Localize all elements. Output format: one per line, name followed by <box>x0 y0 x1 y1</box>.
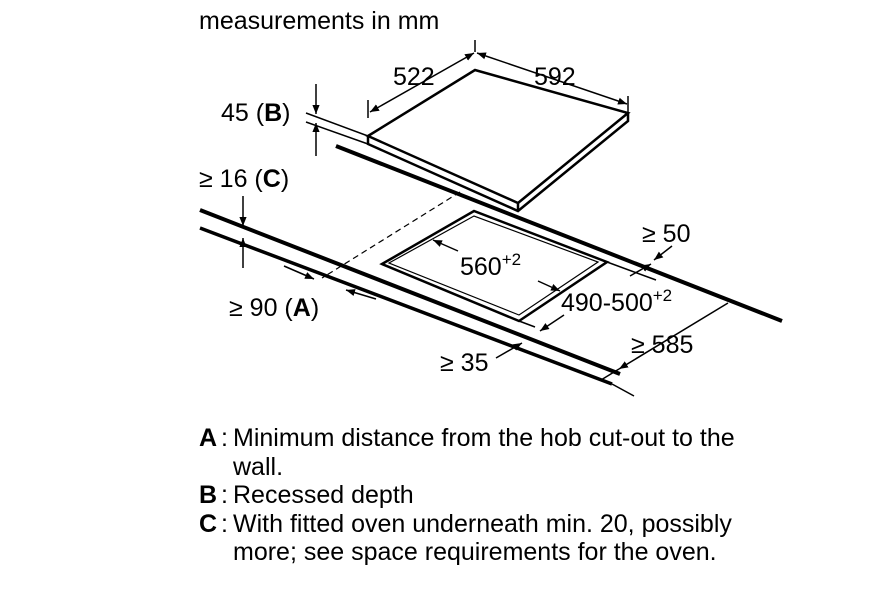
dim-490-label: 490-500+2 <box>561 286 672 317</box>
legend-item-c: C: With fitted oven underneath min. 20, … <box>199 510 839 567</box>
dim-522 <box>367 40 476 118</box>
legend-item-a: A: Minimum distance from the hob cut-out… <box>199 424 839 481</box>
dim-45-label: 45 (B) <box>221 99 290 127</box>
dashed-guide <box>321 191 461 279</box>
dim-592-label: 592 <box>534 63 576 91</box>
dim-35-leader <box>495 342 523 359</box>
dim-560-label: 560+2 <box>460 250 521 281</box>
dim-592 <box>476 52 629 112</box>
dim-585 <box>600 302 729 397</box>
diagram-title: measurements in mm <box>199 7 439 35</box>
dim-585-label: ≥ 585 <box>631 331 693 359</box>
dim-50-leader <box>653 245 673 261</box>
dim-35-label: ≥ 35 <box>440 349 488 377</box>
dim-16-label: ≥ 16 (C) <box>199 165 289 193</box>
legend-text: Minimum distance from the hob cut-out to… <box>233 424 735 481</box>
legend-text: Recessed depth <box>233 481 414 509</box>
dim-490 <box>518 261 657 332</box>
legend: A: Minimum distance from the hob cut-out… <box>199 424 839 567</box>
dim-560 <box>432 239 561 292</box>
legend-key: A <box>199 424 218 452</box>
worktop <box>199 144 783 386</box>
legend-text: With fitted oven underneath min. 20, pos… <box>233 509 732 567</box>
dim-522-label: 522 <box>393 63 435 91</box>
legend-key: B <box>199 481 218 509</box>
dim-50-label: ≥ 50 <box>642 220 690 248</box>
dim-90 <box>283 265 377 300</box>
legend-key: C <box>199 509 218 538</box>
dim-90-label: ≥ 90 (A) <box>229 294 319 322</box>
dim-45 <box>305 84 369 156</box>
legend-item-b: B: Recessed depth <box>199 481 839 510</box>
